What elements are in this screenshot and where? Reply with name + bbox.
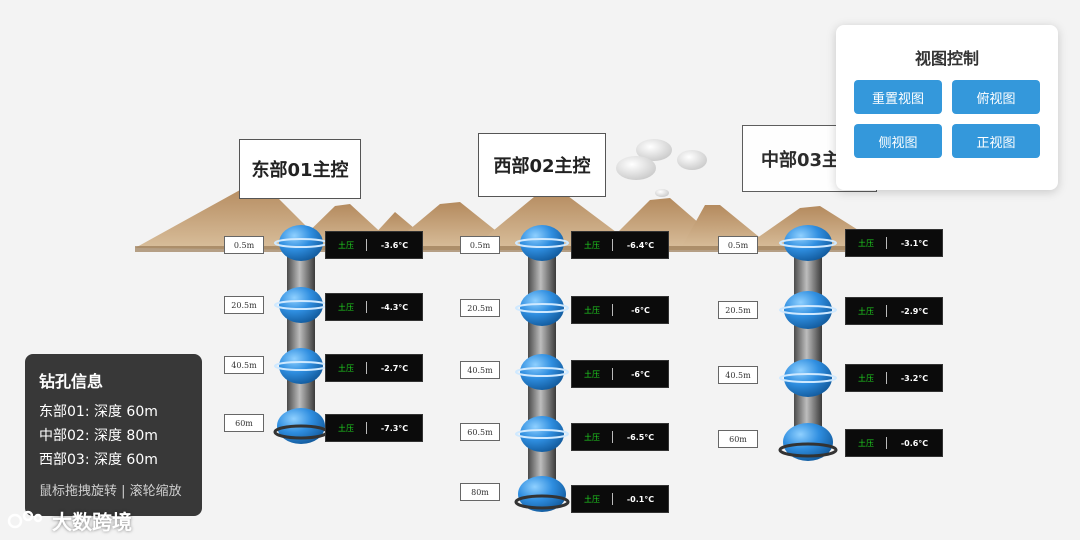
sensor-readout[interactable]: 土压 -0.6°C: [845, 429, 943, 457]
sensor-temp: -6.5°C: [626, 432, 655, 442]
borehole-02-title: 西部02主控: [478, 133, 606, 197]
sensor-kind: 土压: [584, 240, 600, 250]
depth-label: 0.5m: [718, 236, 758, 254]
depth-label: 80m: [460, 483, 500, 501]
sensor-temp: -3.1°C: [900, 238, 929, 248]
front-view-button[interactable]: 正视图: [952, 124, 1040, 158]
sensor-readout[interactable]: 土压 -2.7°C: [325, 354, 423, 382]
depth-label: 60m: [718, 430, 758, 448]
depth-label: 60.5m: [460, 423, 500, 441]
sensor-kind: 土压: [338, 423, 354, 433]
sensor-temp: -6°C: [631, 305, 650, 315]
info-panel-title: 钻孔信息: [39, 372, 104, 391]
borehole-01-column[interactable]: [273, 225, 329, 444]
borehole-03-column[interactable]: [778, 225, 838, 461]
sensor-kind: 土压: [858, 373, 874, 383]
sensor-kind: 土压: [584, 432, 600, 442]
depth-label: 40.5m: [718, 366, 758, 384]
watermark: 大数跨境: [6, 506, 132, 534]
sensor-kind: 土压: [858, 438, 874, 448]
sensor-readout[interactable]: 土压 -3.2°C: [845, 364, 943, 392]
sensor-readout[interactable]: 土压 -6°C: [571, 360, 669, 388]
sensor-temp: -6°C: [631, 369, 650, 379]
info-line: 东部01: 深度 60m: [39, 404, 158, 420]
watermark-logo-icon: [7, 510, 43, 529]
sensor-temp: -4.3°C: [380, 302, 409, 312]
depth-label: 60m: [224, 414, 264, 432]
sensor-kind: 土压: [584, 494, 600, 504]
sensor-temp: -3.6°C: [380, 240, 409, 250]
depth-label: 20.5m: [718, 301, 758, 319]
controls-hint: 鼠标拖拽旋转 | 滚轮缩放: [39, 484, 182, 499]
sensor-kind: 土压: [338, 240, 354, 250]
top-view-button[interactable]: 俯视图: [952, 80, 1040, 114]
sensor-kind: 土压: [584, 369, 600, 379]
sensor-temp: -2.9°C: [900, 306, 929, 316]
sensor-readout[interactable]: 土压 -0.1°C: [571, 485, 669, 513]
reset-view-button[interactable]: 重置视图: [854, 80, 942, 114]
depth-label: 0.5m: [224, 236, 264, 254]
depth-label: 20.5m: [224, 296, 264, 314]
sensor-kind: 土压: [858, 238, 874, 248]
sensor-temp: -7.3°C: [380, 423, 409, 433]
side-view-button[interactable]: 侧视图: [854, 124, 942, 158]
sensor-readout[interactable]: 土压 -6°C: [571, 296, 669, 324]
view-control-panel: 视图控制 重置视图 俯视图 侧视图 正视图: [836, 25, 1058, 190]
sensor-temp: -6.4°C: [626, 240, 655, 250]
sensor-kind: 土压: [338, 302, 354, 312]
sensor-temp: -2.7°C: [380, 363, 409, 373]
sensor-temp: -3.2°C: [900, 373, 929, 383]
info-line: 西部03: 深度 60m: [39, 452, 158, 468]
sensor-readout[interactable]: 土压 -3.1°C: [845, 229, 943, 257]
borehole-01-title: 东部01主控: [239, 139, 361, 199]
watermark-text: 大数跨境: [52, 509, 132, 534]
sensor-readout[interactable]: 土压 -6.4°C: [571, 231, 669, 259]
borehole-02-column[interactable]: [514, 225, 570, 512]
sensor-kind: 土压: [338, 363, 354, 373]
sensor-readout[interactable]: 土压 -7.3°C: [325, 414, 423, 442]
sensor-readout[interactable]: 土压 -6.5°C: [571, 423, 669, 451]
borehole-info-panel: 钻孔信息 东部01: 深度 60m 中部02: 深度 80m 西部03: 深度 …: [25, 354, 202, 516]
depth-label: 20.5m: [460, 299, 500, 317]
sensor-readout[interactable]: 土压 -2.9°C: [845, 297, 943, 325]
sensor-readout[interactable]: 土压 -3.6°C: [325, 231, 423, 259]
view-control-title: 视图控制: [914, 49, 979, 68]
sensor-temp: -0.6°C: [900, 438, 929, 448]
info-line: 中部02: 深度 80m: [39, 428, 158, 444]
sensor-kind: 土压: [858, 306, 874, 316]
clouds: [616, 139, 862, 197]
depth-label: 0.5m: [460, 236, 500, 254]
sensor-temp: -0.1°C: [626, 494, 655, 504]
sensor-kind: 土压: [584, 305, 600, 315]
sensor-readout[interactable]: 土压 -4.3°C: [325, 293, 423, 321]
depth-label: 40.5m: [460, 361, 500, 379]
depth-label: 40.5m: [224, 356, 264, 374]
